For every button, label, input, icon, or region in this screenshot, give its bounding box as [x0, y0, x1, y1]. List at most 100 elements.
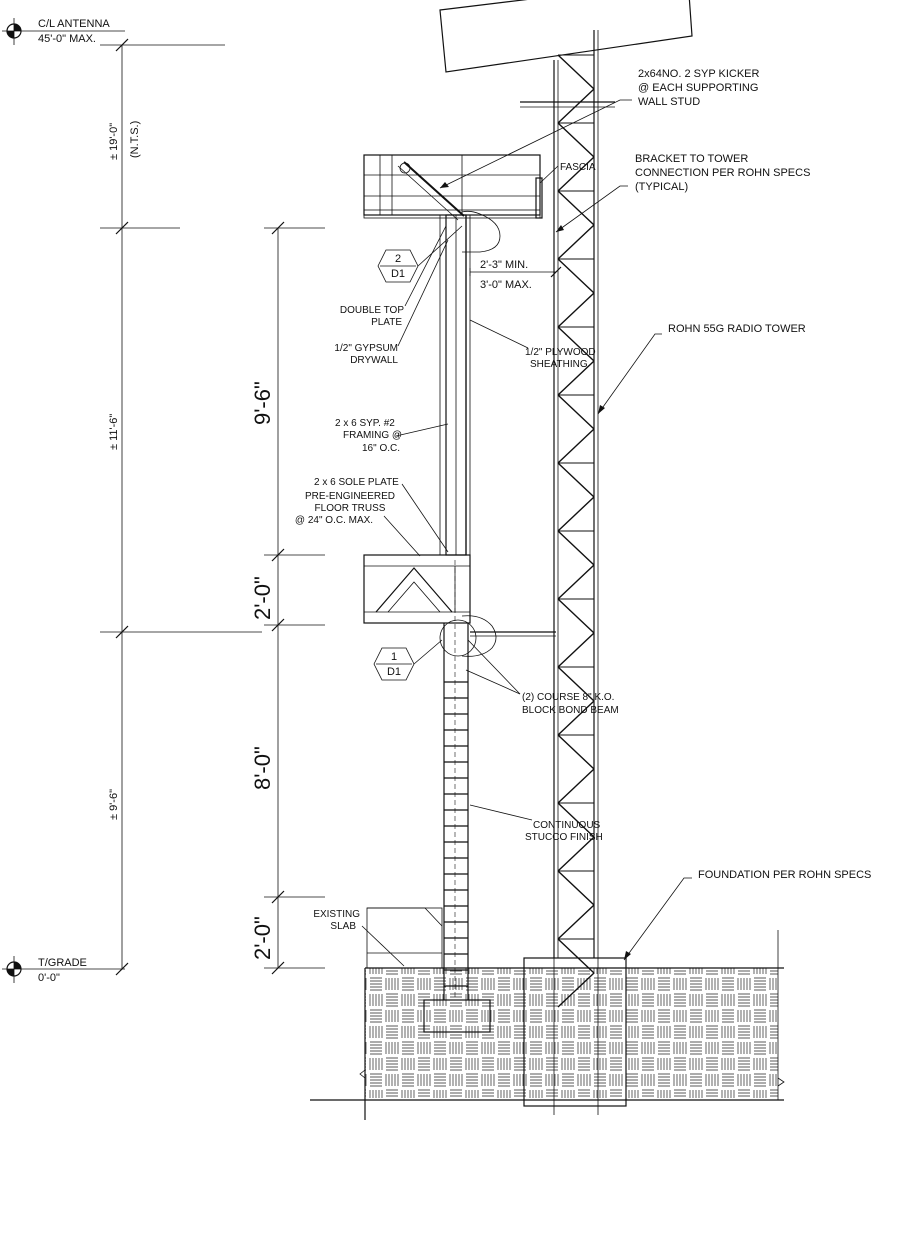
drawing-line	[557, 530, 595, 566]
lower-dimension: ± 9'-6"	[108, 789, 120, 820]
note-truss-line-2: FLOOR TRUSS	[315, 503, 386, 514]
note-top-plate-line-1: DOUBLE TOP	[340, 305, 404, 316]
drawing-line	[557, 88, 595, 124]
note-truss-line-1: PRE-ENGINEERED	[305, 491, 395, 502]
note-foundation-text: FOUNDATION PER ROHN SPECS	[698, 869, 871, 881]
note-gypsum-line-1: 1/2" GYPSUM	[334, 343, 398, 354]
drawing-line	[557, 54, 595, 90]
note-kicker: 2x64NO. 2 SYP KICKER @ EACH SUPPORTING W…	[439, 68, 760, 189]
note-framing-line-1: 2 x 6 SYP. #2	[335, 418, 395, 429]
note-stucco-line-2: STUCCO FINISH	[525, 832, 603, 843]
wall-dimension-2: 2'-0"	[250, 576, 275, 620]
drawing-line	[557, 870, 595, 906]
note-stucco: CONTINUOUS STUCCO FINISH	[469, 804, 603, 843]
drawing-line	[557, 156, 595, 192]
antenna-label: C/L ANTENNA	[38, 18, 110, 30]
note-foundation: FOUNDATION PER ROHN SPECS	[623, 869, 871, 961]
note-framing: 2 x 6 SYP. #2 FRAMING @ 16" O.C.	[335, 418, 449, 454]
detail-tag-1-number: 1	[391, 651, 397, 663]
block-wall	[443, 623, 469, 1000]
note-bracket: BRACKET TO TOWER CONNECTION PER ROHN SPE…	[555, 153, 810, 233]
note-slab-line-2: SLAB	[330, 921, 356, 932]
note-gypsum: 1/2" GYPSUM DRYWALL	[334, 239, 449, 366]
note-bond-beam: (2) COURSE 8" K.O. BLOCK BOND BEAM	[465, 639, 619, 716]
drawing-line	[557, 122, 595, 158]
middle-dimension: ± 11'-6"	[108, 414, 120, 450]
drawing-line	[557, 258, 595, 294]
note-fascia: FASCIA	[539, 162, 596, 184]
note-top-plate-line-2: PLATE	[371, 317, 402, 328]
drawing-line	[557, 904, 595, 940]
wall-dimension-line: 9'-6" 2'-0" 8'-0" 2'-0"	[250, 221, 325, 975]
detail-tag-2-sheet: D1	[391, 268, 405, 280]
detail-tag-2-number: 2	[395, 253, 401, 265]
note-bond-beam-line-2: BLOCK BOND BEAM	[522, 705, 619, 716]
drawing-line	[557, 802, 595, 838]
drawing-line	[557, 190, 595, 226]
note-top-plate: DOUBLE TOP PLATE	[340, 225, 447, 328]
drawing-line	[557, 632, 595, 668]
note-bracket-line-2: CONNECTION PER ROHN SPECS	[635, 167, 810, 179]
note-truss-line-3: @ 24" O.C. MAX.	[295, 515, 373, 526]
antenna-elevation: C/L ANTENNA 45'-0" MAX.	[2, 18, 125, 45]
offset-dimension: 2'-3" MIN. 3'-0" MAX.	[469, 259, 562, 291]
antenna-value: 45'-0" MAX.	[38, 33, 96, 45]
upper-dimension-note: (N.T.S.)	[129, 121, 141, 158]
existing-slab	[366, 907, 443, 969]
note-sole-plate: 2 x 6 SOLE PLATE	[314, 477, 449, 553]
note-bracket-line-3: (TYPICAL)	[635, 181, 688, 193]
note-truss: PRE-ENGINEERED FLOOR TRUSS @ 24" O.C. MA…	[295, 491, 421, 557]
note-plywood-line-1: 1/2" PLYWOOD	[525, 347, 596, 358]
note-framing-line-3: 16" O.C.	[362, 443, 400, 454]
grade-elevation: T/GRADE 0'-0"	[2, 956, 125, 984]
note-sole-plate-text: 2 x 6 SOLE PLATE	[314, 477, 399, 488]
detail-tag-1-sheet: D1	[387, 666, 401, 678]
wall-dimension-1: 9'-6"	[250, 381, 275, 425]
drawing-line	[557, 224, 595, 260]
wall-footing	[423, 999, 491, 1033]
upper-dimension: ± 19'-0"	[108, 123, 120, 160]
drawing-line	[557, 700, 595, 736]
note-kicker-line-1: 2x64NO. 2 SYP KICKER	[638, 68, 760, 80]
grade-value: 0'-0"	[38, 972, 60, 984]
wall-dimension-3: 8'-0"	[250, 746, 275, 790]
drawing-line	[557, 394, 595, 430]
note-kicker-line-2: @ EACH SUPPORTING	[638, 82, 758, 94]
wall-dimension-4: 2'-0"	[250, 916, 275, 960]
note-framing-line-2: FRAMING @	[343, 430, 402, 441]
roof-structure	[363, 101, 615, 253]
drawing-line	[557, 462, 595, 498]
soil-hatch	[310, 930, 785, 1120]
drawing-line	[557, 292, 595, 328]
note-gypsum-line-2: DRYWALL	[350, 355, 398, 366]
drawing-line	[557, 734, 595, 770]
drawing-line	[557, 598, 595, 634]
drawing-line	[557, 564, 595, 600]
stud-wall	[439, 214, 471, 556]
note-slab-line-1: EXISTING	[313, 909, 360, 920]
overall-dimension-line: ± 19'-0" (N.T.S.) ± 11'-6" ± 9'-6"	[100, 38, 262, 976]
note-kicker-line-3: WALL STUD	[638, 96, 700, 108]
note-plywood-line-2: SHEATHING	[530, 359, 588, 370]
note-stucco-line-1: CONTINUOUS	[533, 820, 601, 831]
note-bond-beam-line-1: (2) COURSE 8" K.O.	[522, 692, 614, 703]
drawing-line	[557, 938, 595, 974]
offset-max: 3'-0" MAX.	[480, 279, 532, 291]
tower-foundation	[523, 957, 627, 1115]
note-fascia-text: FASCIA	[560, 162, 596, 173]
detail-tag-1: 1 D1	[373, 639, 443, 681]
note-bracket-line-1: BRACKET TO TOWER	[635, 153, 748, 165]
note-tower-text: ROHN 55G RADIO TOWER	[668, 323, 806, 335]
note-slab: EXISTING SLAB	[313, 909, 405, 967]
floor-truss	[363, 554, 556, 1000]
drawing-line	[557, 496, 595, 532]
offset-min: 2'-3" MIN.	[480, 259, 528, 271]
drawing-line	[557, 768, 595, 804]
drawing-line	[557, 326, 595, 362]
note-tower: ROHN 55G RADIO TOWER	[597, 323, 806, 415]
drawing-line	[557, 666, 595, 702]
grade-label: T/GRADE	[38, 957, 87, 969]
antenna-mount	[439, 0, 693, 73]
drawing-line	[557, 972, 595, 1008]
